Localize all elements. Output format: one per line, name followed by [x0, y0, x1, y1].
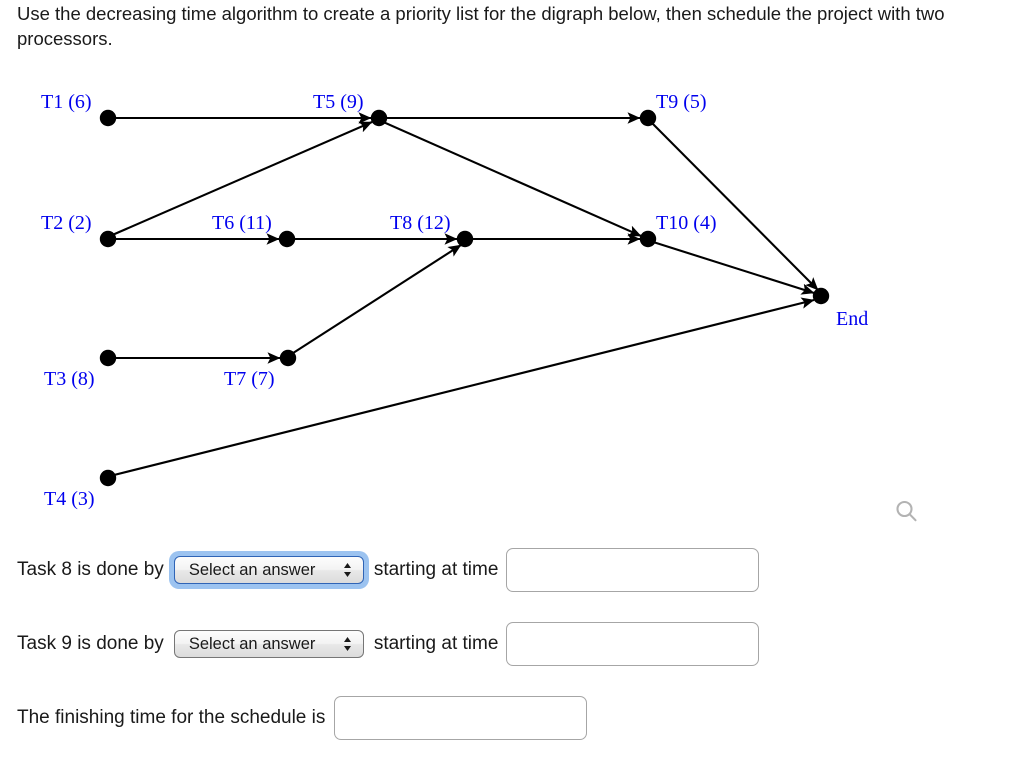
digraph-edges [108, 112, 819, 478]
node-label-t7: T7 (7) [224, 368, 275, 390]
node-t3 [99, 349, 117, 367]
search-icon-glyph [896, 500, 917, 522]
edge-t2-t5 [109, 121, 373, 237]
node-label-t8: T8 (12) [390, 212, 451, 234]
task8-start-time-input[interactable] [506, 548, 760, 592]
select-stepper-arrows-icon [343, 637, 351, 651]
node-t10 [639, 230, 657, 248]
node-t9 [639, 109, 657, 127]
node-t5 [370, 109, 388, 127]
node-t2 [99, 230, 117, 248]
answer-row-task8: Task 8 is done by Select an answer start… [17, 547, 760, 593]
select-stepper-arrows-icon [343, 563, 351, 577]
edge-t10-end [649, 239, 815, 295]
task9-start-time-input[interactable] [506, 622, 760, 666]
edge-t4-end [109, 297, 815, 478]
task8-select-value: Select an answer [188, 560, 316, 579]
node-t8 [456, 230, 474, 248]
finish-lead-label: The finishing time for the schedule is [17, 707, 326, 728]
node-label-t3: T3 (8) [44, 368, 95, 390]
task8-select-wrapper[interactable]: Select an answer [169, 552, 368, 588]
edge-t7-t8 [289, 244, 462, 356]
task9-processor-select[interactable]: Select an answer [173, 630, 364, 658]
node-t4 [99, 469, 117, 487]
task9-lead-label: Task 9 is done by [17, 633, 164, 654]
task8-lead-label: Task 8 is done by [17, 559, 164, 580]
edge-t5-t10 [380, 120, 642, 237]
digraph-nodes [99, 109, 830, 487]
node-end [812, 287, 830, 305]
task8-mid-label: starting at time [373, 559, 499, 580]
edge-t9-end [649, 120, 819, 291]
node-label-t2: T2 (2) [41, 212, 92, 234]
node-t1 [99, 109, 117, 127]
node-label-t6: T6 (11) [212, 212, 272, 234]
question-prompt: Use the decreasing time algorithm to cre… [17, 3, 945, 49]
task9-select-wrapper[interactable]: Select an answer [170, 626, 368, 662]
digraph-figure: T1 (6) T2 (2) T3 (8) T4 (3) T5 (9) T6 (1… [0, 60, 1022, 530]
node-label-t4: T4 (3) [44, 488, 95, 510]
task8-processor-select[interactable]: Select an answer [173, 556, 364, 584]
digraph-svg: T1 (6) T2 (2) T3 (8) T4 (3) T5 (9) T6 (1… [41, 91, 868, 510]
finish-time-input[interactable] [334, 696, 588, 740]
search-icon[interactable] [893, 498, 921, 526]
node-label-t1: T1 (6) [41, 91, 92, 113]
task9-select-value: Select an answer [188, 634, 316, 653]
node-label-t10: T10 (4) [656, 212, 717, 234]
node-label-t9: T9 (5) [656, 91, 707, 113]
digraph-node-labels: T1 (6) T2 (2) T3 (8) T4 (3) T5 (9) T6 (1… [41, 91, 868, 510]
answer-row-finish: The finishing time for the schedule is [17, 695, 588, 741]
task9-mid-label: starting at time [373, 633, 499, 654]
node-label-t5: T5 (9) [313, 91, 364, 113]
answer-row-task9: Task 9 is done by Select an answer start… [17, 621, 760, 667]
node-t7 [279, 349, 297, 367]
node-label-end: End [836, 308, 868, 330]
node-t6 [278, 230, 296, 248]
